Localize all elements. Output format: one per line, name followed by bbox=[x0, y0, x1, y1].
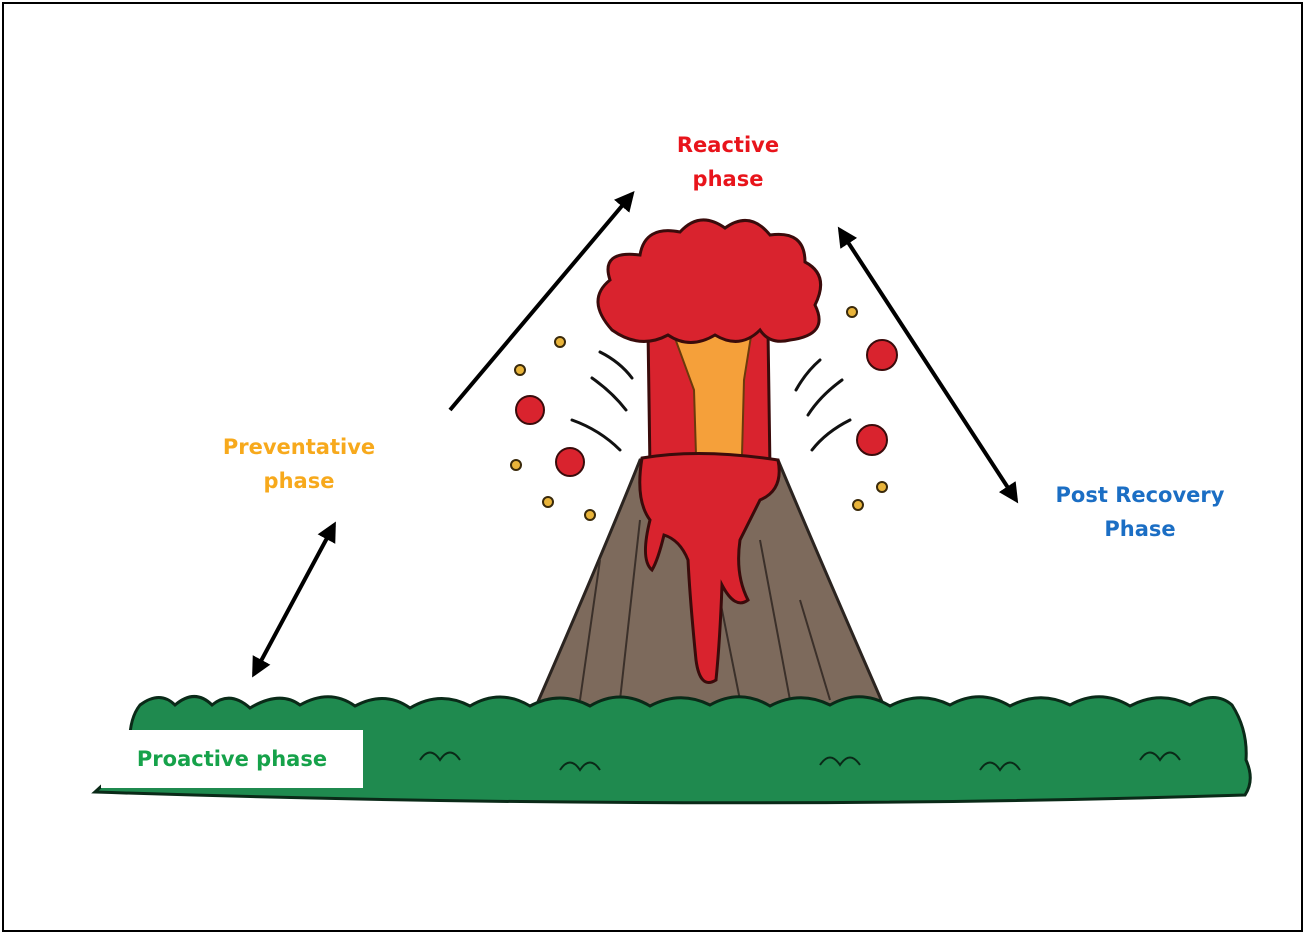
lava-cloud bbox=[596, 218, 823, 344]
grass bbox=[91, 695, 1252, 805]
arrow-preventative-to-reactive bbox=[448, 190, 635, 412]
reactive-line-1: Reactive bbox=[676, 133, 780, 157]
preventative-phase-label: Preventative phase bbox=[196, 430, 402, 498]
preventative-line-2: phase bbox=[263, 469, 335, 493]
reactive-line-2: phase bbox=[692, 167, 764, 191]
arrow-reactive-post-recovery bbox=[837, 226, 1019, 504]
lava-blob bbox=[515, 395, 545, 425]
reactive-phase-label: Reactive phase bbox=[640, 128, 816, 196]
proactive-phase-label: Proactive phase bbox=[136, 747, 328, 771]
lava-blob bbox=[866, 339, 898, 371]
arrow-proactive-preventative bbox=[252, 521, 336, 678]
proactive-label-background bbox=[101, 730, 363, 788]
lava-flow bbox=[638, 451, 781, 684]
preventative-line-1: Preventative bbox=[222, 435, 376, 459]
post-recovery-phase-label: Post Recovery Phase bbox=[1030, 478, 1250, 546]
lava-blob bbox=[856, 424, 888, 456]
post-recovery-line-2: Phase bbox=[1104, 517, 1176, 541]
lava-blob bbox=[555, 447, 585, 477]
post-recovery-line-1: Post Recovery bbox=[1055, 483, 1225, 507]
